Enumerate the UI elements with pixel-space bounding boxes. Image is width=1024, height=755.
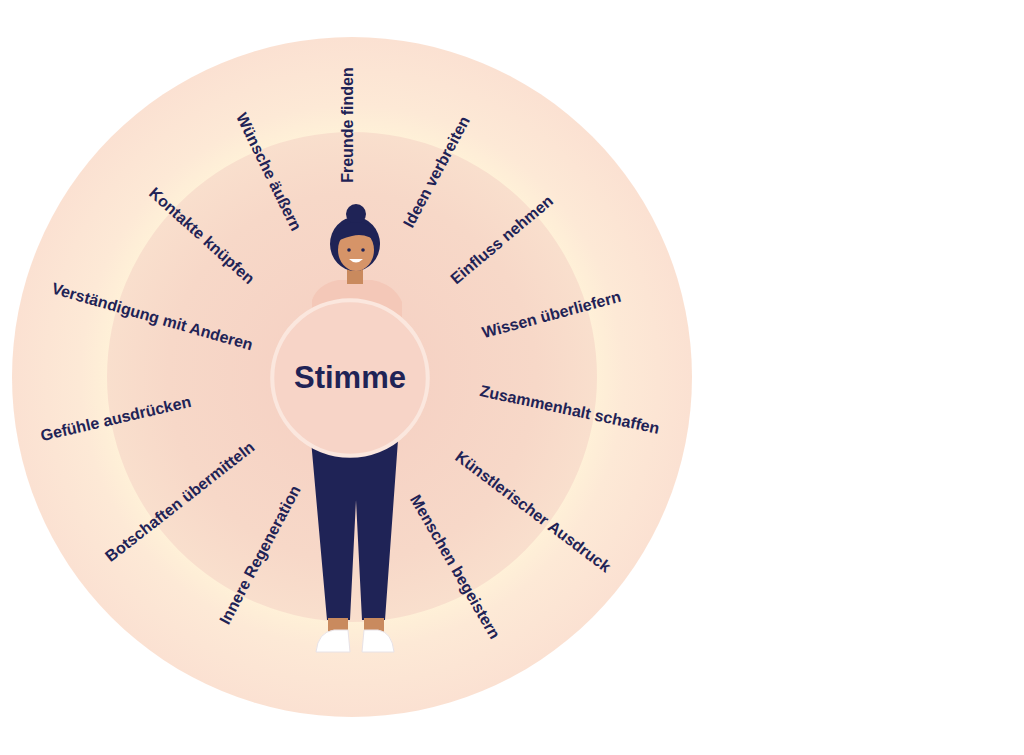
center-label: Stimme bbox=[294, 360, 406, 396]
center-circle: Stimme bbox=[269, 297, 431, 459]
ray-label: Freunde finden bbox=[340, 67, 356, 183]
outer-ring bbox=[12, 37, 692, 717]
inner-ring bbox=[107, 132, 597, 622]
